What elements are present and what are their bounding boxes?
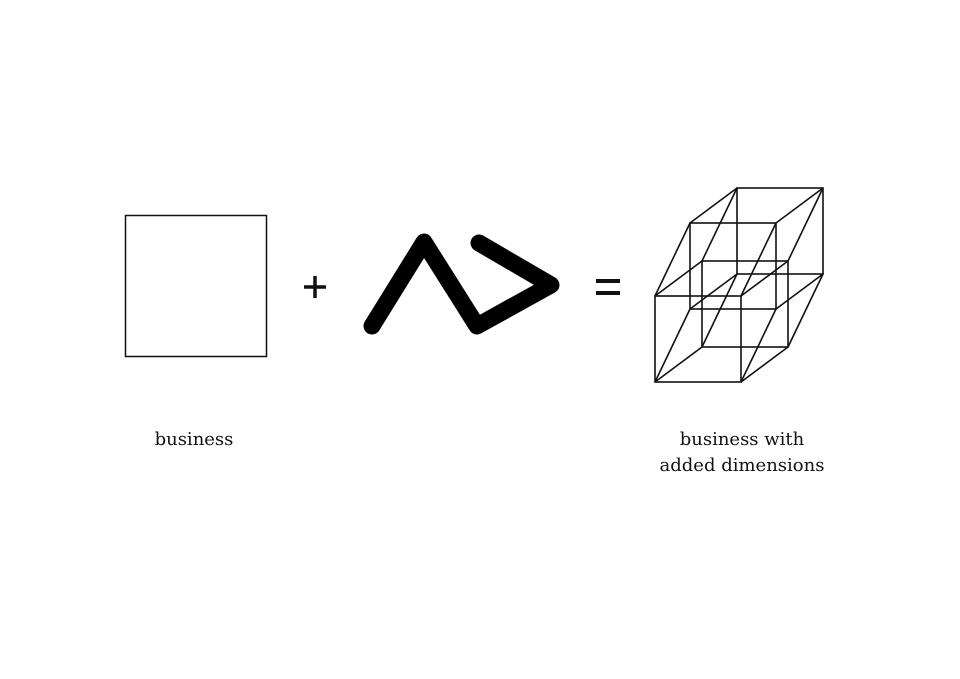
business-with-dimensions-label: business with added dimensions: [632, 427, 852, 479]
hypercube-edge: [740, 346, 789, 383]
hypercube-edge: [787, 187, 824, 262]
hypercube-square: [736, 187, 824, 275]
hypercube-edge: [654, 346, 703, 383]
business-label: business: [154, 429, 234, 450]
hypercube-edge: [740, 308, 777, 383]
hypercube-edge: [787, 273, 824, 348]
ad-logo-mark: [363, 233, 560, 335]
hypercube-edge: [775, 273, 824, 310]
hypercube-edge: [654, 308, 691, 383]
hypercube-edge: [701, 273, 738, 348]
plus-sign: [304, 276, 326, 298]
hypercube-edge: [740, 222, 777, 297]
hypercube-edge: [775, 187, 824, 224]
hypercube-edge: [689, 273, 738, 310]
hypercube-edge: [740, 260, 789, 297]
hypercube-square: [689, 222, 777, 310]
equals-sign: [596, 279, 620, 295]
label-line-2: added dimensions: [659, 455, 825, 476]
hypercube-edge: [654, 222, 691, 297]
hypercube-wireframe: [654, 187, 824, 383]
hypercube-edge: [701, 187, 738, 262]
label-line-1: business with: [679, 429, 805, 450]
business-square: [124, 214, 268, 358]
hypercube-edge: [654, 260, 703, 297]
hypercube-square: [654, 295, 742, 383]
hypercube-edge: [689, 187, 738, 224]
hypercube-square: [701, 260, 789, 348]
